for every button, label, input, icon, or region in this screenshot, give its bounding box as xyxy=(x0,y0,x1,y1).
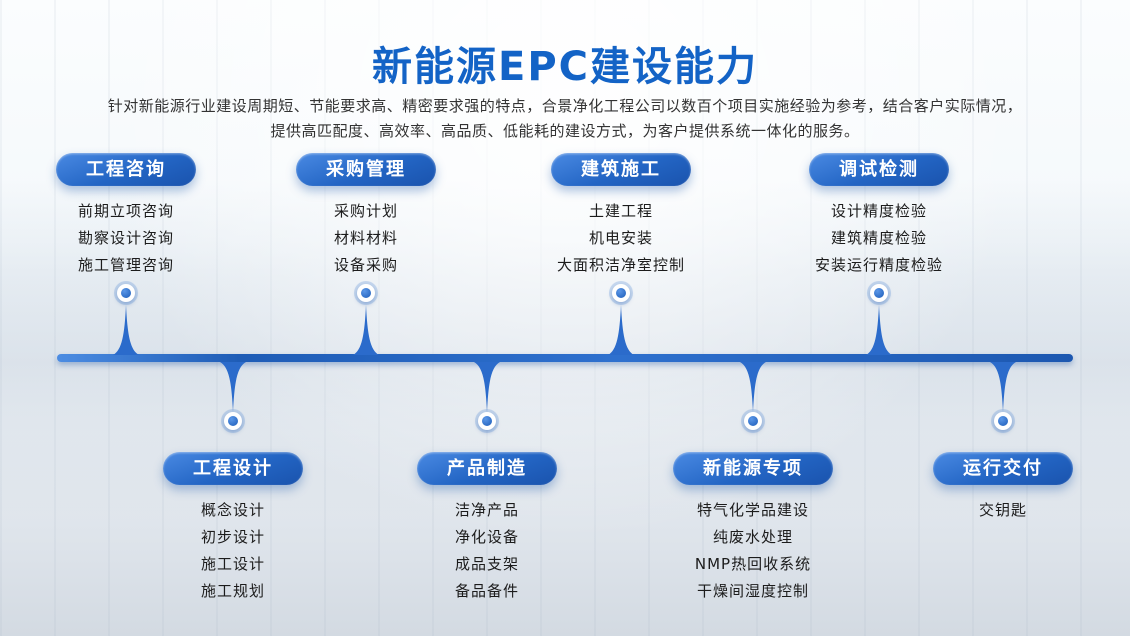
stage-item-list: 交钥匙 xyxy=(883,497,1123,524)
timeline-node-dot xyxy=(478,412,496,430)
timeline-stage-bottom-1: 工程设计 概念设计 初步设计 施工设计 施工规划 xyxy=(113,362,353,605)
stage-item: 特气化学品建设 xyxy=(696,501,809,519)
stage-item: 土建工程 xyxy=(588,202,653,220)
timeline-connector xyxy=(474,362,500,412)
stage-item: 交钥匙 xyxy=(978,501,1027,519)
timeline-stage-top-2: 采购管理 采购计划 材料材料 设备采购 xyxy=(246,153,486,355)
stage-item: 干燥间湿度控制 xyxy=(696,582,809,600)
description: 针对新能源行业建设周期短、节能要求高、精密要求强的特点，合景净化工程公司以数百个… xyxy=(70,94,1060,144)
timeline-stage-bottom-3: 新能源专项 特气化学品建设 纯废水处理 NMP热回收系统 干燥间湿度控制 xyxy=(633,362,873,605)
stage-item-list: 洁净产品 净化设备 成品支架 备品备件 xyxy=(367,497,607,605)
stage-label-pill: 采购管理 xyxy=(296,153,436,186)
stage-label-pill: 建筑施工 xyxy=(551,153,691,186)
stage-item: 建筑精度检验 xyxy=(830,229,927,247)
stage-item: 初步设计 xyxy=(200,528,265,546)
timeline-connector xyxy=(740,362,766,412)
stage-item: 前期立项咨询 xyxy=(77,202,174,220)
timeline-connector xyxy=(990,362,1016,412)
stage-label-pill: 工程咨询 xyxy=(56,153,196,186)
timeline-stage-top-3: 建筑施工 土建工程 机电安装 大面积洁净室控制 xyxy=(501,153,741,355)
timeline-connector xyxy=(608,305,634,355)
stage-item-list: 采购计划 材料材料 设备采购 xyxy=(246,198,486,279)
stage-item-list: 概念设计 初步设计 施工设计 施工规划 xyxy=(113,497,353,605)
stage-item: 安装运行精度检验 xyxy=(814,256,943,274)
timeline-node-dot xyxy=(117,284,135,302)
timeline-connector xyxy=(113,305,139,355)
stage-label-pill: 新能源专项 xyxy=(673,452,833,485)
timeline-connector xyxy=(866,305,892,355)
stage-item: 勘察设计咨询 xyxy=(77,229,174,247)
stage-item: 洁净产品 xyxy=(454,501,519,519)
stage-item-list: 设计精度检验 建筑精度检验 安装运行精度检验 xyxy=(759,198,999,279)
timeline-stage-top-1: 工程咨询 前期立项咨询 勘察设计咨询 施工管理咨询 xyxy=(6,153,246,355)
timeline-stage-bottom-4: 运行交付 交钥匙 xyxy=(883,362,1123,524)
stage-item: 施工管理咨询 xyxy=(77,256,174,274)
timeline-stage-top-4: 调试检测 设计精度检验 建筑精度检验 安装运行精度检验 xyxy=(759,153,999,355)
stage-item: 净化设备 xyxy=(454,528,519,546)
timeline-node-dot xyxy=(994,412,1012,430)
stage-item: 施工规划 xyxy=(200,582,265,600)
stage-item: 设备采购 xyxy=(333,256,398,274)
stage-item: 概念设计 xyxy=(200,501,265,519)
stage-item: 备品备件 xyxy=(454,582,519,600)
stage-label-pill: 工程设计 xyxy=(163,452,303,485)
stage-item: 成品支架 xyxy=(454,555,519,573)
stage-item: NMP热回收系统 xyxy=(694,555,812,573)
timeline-stage-bottom-2: 产品制造 洁净产品 净化设备 成品支架 备品备件 xyxy=(367,362,607,605)
timeline-node-dot xyxy=(744,412,762,430)
description-line-2: 提供高匹配度、高效率、高品质、低能耗的建设方式，为客户提供系统一体化的服务。 xyxy=(270,122,860,140)
timeline-node-dot xyxy=(224,412,242,430)
description-line-1: 针对新能源行业建设周期短、节能要求高、精密要求强的特点，合景净化工程公司以数百个… xyxy=(107,97,1023,115)
stage-item: 施工设计 xyxy=(200,555,265,573)
stage-item-list: 前期立项咨询 勘察设计咨询 施工管理咨询 xyxy=(6,198,246,279)
timeline-node-dot xyxy=(612,284,630,302)
timeline-bar xyxy=(57,354,1073,362)
timeline-node-dot xyxy=(870,284,888,302)
timeline-connector xyxy=(353,305,379,355)
stage-item: 大面积洁净室控制 xyxy=(556,256,685,274)
page-title: 新能源EPC建设能力 xyxy=(372,44,758,90)
timeline-connector xyxy=(220,362,246,412)
stage-item: 机电安装 xyxy=(588,229,653,247)
stage-label-pill: 运行交付 xyxy=(933,452,1073,485)
timeline-node-dot xyxy=(357,284,375,302)
stage-item: 纯废水处理 xyxy=(712,528,793,546)
stage-label-pill: 产品制造 xyxy=(417,452,557,485)
stage-item: 材料材料 xyxy=(333,229,398,247)
stage-item-list: 特气化学品建设 纯废水处理 NMP热回收系统 干燥间湿度控制 xyxy=(633,497,873,605)
stage-label-pill: 调试检测 xyxy=(809,153,949,186)
stage-item-list: 土建工程 机电安装 大面积洁净室控制 xyxy=(501,198,741,279)
stage-item: 设计精度检验 xyxy=(830,202,927,220)
stage-item: 采购计划 xyxy=(333,202,398,220)
